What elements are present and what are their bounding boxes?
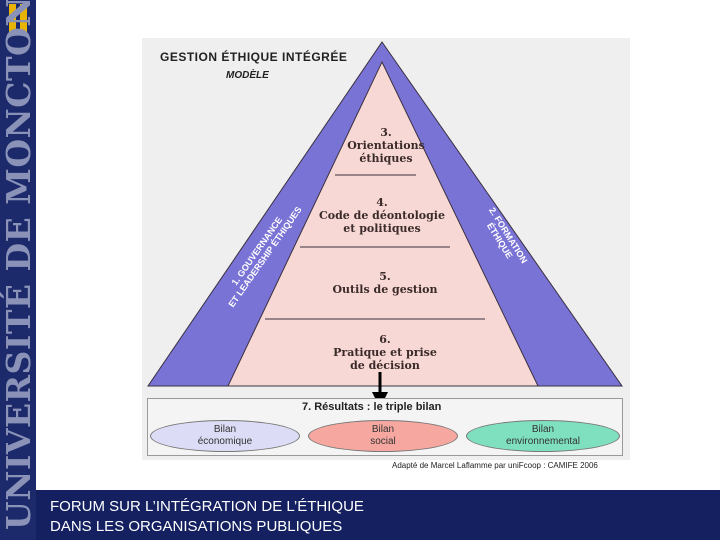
- level-5-number: 5.: [379, 270, 391, 283]
- social-balance-line2: social: [370, 436, 396, 447]
- level-3-number: 3.: [380, 126, 392, 139]
- level-3-label: 3. Orientations éthiques: [330, 126, 442, 165]
- social-balance-line1: Bilan: [371, 424, 395, 435]
- social-balance-ellipse: Bilan social: [308, 420, 458, 452]
- pyramid-inner: [227, 60, 539, 387]
- economic-balance-line1: Bilan: [213, 424, 237, 435]
- footer-banner: FORUM SUR L’INTÉGRATION DE L’ÉTHIQUE DAN…: [36, 490, 720, 540]
- footer-line-2: DANS LES ORGANISATIONS PUBLIQUES: [50, 518, 343, 535]
- university-logo: [0, 0, 36, 38]
- diagram-subtitle: MODÈLE: [226, 70, 269, 81]
- university-sidebar: UNIVERSITÉ DE MONCTON: [0, 0, 36, 540]
- footer-line-1: FORUM SUR L’INTÉGRATION DE L’ÉTHIQUE: [50, 498, 364, 515]
- level-4-number: 4.: [376, 196, 388, 209]
- source-credit: Adapté de Marcel Laflamme par uniFcoop :…: [392, 461, 598, 470]
- results-title: 7. Résultats : le triple bilan: [302, 401, 442, 413]
- diagram-title: GESTION ÉTHIQUE INTÉGRÉE: [160, 50, 348, 64]
- environmental-balance-line1: Bilan: [531, 424, 555, 435]
- level-6-number: 6.: [379, 333, 391, 346]
- environmental-balance-line2: environnemental: [506, 436, 580, 447]
- environmental-balance-ellipse: Bilan environnemental: [466, 420, 620, 452]
- level-5-text: Outils de gestion: [332, 283, 438, 296]
- level-5-label: 5. Outils de gestion: [320, 270, 450, 296]
- level-4-text: Code de déontologie et politiques: [319, 209, 445, 235]
- level-6-label: 6. Pratique et prise de décision: [318, 333, 452, 372]
- economic-balance-line2: économique: [197, 436, 253, 447]
- level-3-text: Orientations éthiques: [347, 139, 425, 165]
- economic-balance-ellipse: Bilan économique: [150, 420, 300, 452]
- level-4-label: 4. Code de déontologie et politiques: [312, 196, 452, 235]
- level-6-text: Pratique et prise de décision: [333, 346, 437, 372]
